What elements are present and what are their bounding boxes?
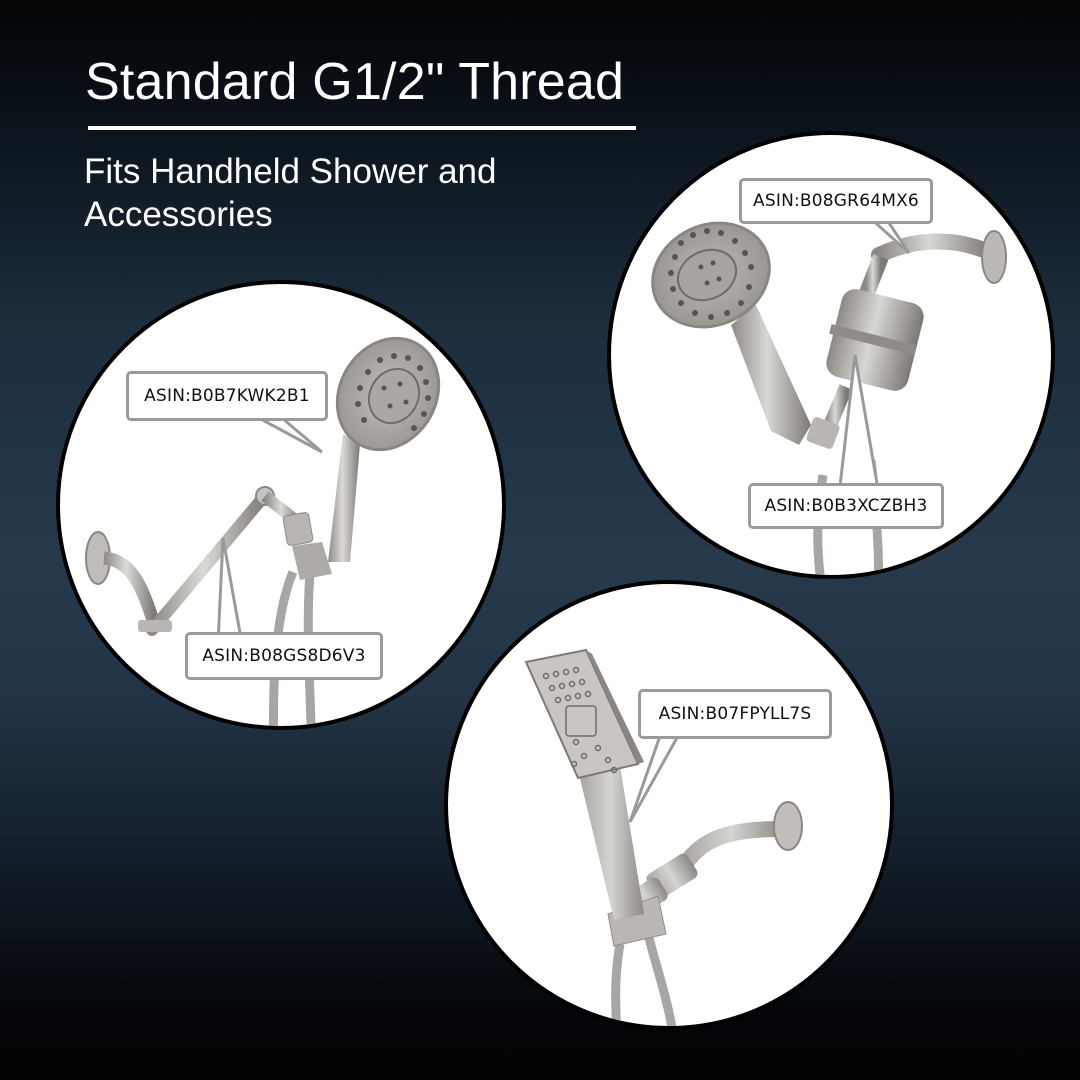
title-divider — [88, 126, 636, 130]
asin-label-b08gr64mx6: ASIN:B08GR64MX6 — [739, 178, 933, 224]
page-title: Standard G1/2" Thread — [85, 53, 625, 111]
asin-label-b0b3xczbh3: ASIN:B0B3XCZBH3 — [748, 483, 944, 529]
page-subtitle: Fits Handheld Shower and Accessories — [84, 152, 497, 234]
asin-label-b0b7kwk2b1: ASIN:B0B7KWK2B1 — [126, 371, 328, 421]
product-panel-top-right: ASIN:B08GR64MX6 ASIN:B0B3XCZBH3 — [607, 131, 1055, 579]
square-handheld-shower-illustration — [524, 648, 803, 1026]
asin-label-b07fpyll7s: ASIN:B07FPYLL7S — [638, 689, 832, 739]
product-panel-left: ASIN:B0B7KWK2B1 ASIN:B08GS8D6V3 — [56, 280, 506, 730]
filter-shower-illustration — [651, 197, 1007, 575]
product-panel-bottom: ASIN:B07FPYLL7S — [444, 580, 894, 1030]
asin-label-b08gs8d6v3: ASIN:B08GS8D6V3 — [185, 632, 383, 680]
